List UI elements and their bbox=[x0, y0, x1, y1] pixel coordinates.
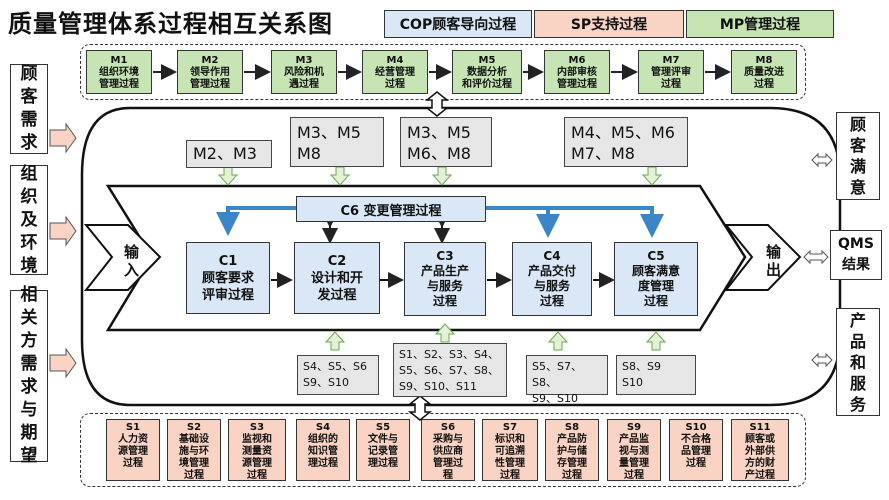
output-customer-satisfaction: 顾客满意 bbox=[836, 112, 880, 200]
m-code: M2 bbox=[201, 55, 219, 66]
m-process-5: M5 数据分析 和评价过程 bbox=[452, 50, 522, 94]
s-process-6: S6 采购与 供应商 管理过 程 bbox=[421, 419, 475, 481]
m-process-2: M2 领导作用 管理过程 bbox=[177, 50, 243, 94]
m-ref-c1: M2、M3 bbox=[186, 140, 272, 168]
sp-group bbox=[80, 413, 806, 487]
s-process-3: S3 监视和 测量资 源管理 过程 bbox=[228, 419, 286, 481]
m-process-8: M8 质量改进 过程 bbox=[731, 50, 797, 94]
m-code: M6 bbox=[568, 55, 586, 66]
m-name: 内部审核 管理过程 bbox=[557, 67, 597, 90]
s-process-5: S5 文件与 记录管 理过程 bbox=[356, 419, 410, 481]
m-code: M8 bbox=[755, 55, 773, 66]
m-ref-c5: M4、M5、M6 M7、M8 bbox=[564, 117, 688, 167]
output-label: 输出 bbox=[766, 243, 782, 279]
s-process-1: S1 人力资 源管理 过程 bbox=[106, 419, 160, 481]
m-code: M7 bbox=[662, 55, 680, 66]
c6-change-management: C6 变更管理过程 bbox=[296, 196, 486, 222]
m-process-3: M3 风险和机 遇过程 bbox=[271, 50, 337, 94]
s-process-8: S8 产品防 护与储 存管理 过程 bbox=[545, 419, 599, 481]
s-ref-c5: S8、S9 S10 bbox=[616, 355, 696, 395]
legend-mp: MP管理过程 bbox=[686, 10, 834, 38]
s-process-7: S7 标识和 可追溯 性管理 过程 bbox=[482, 419, 538, 481]
input-label: 输入 bbox=[124, 243, 140, 279]
m-code: M5 bbox=[478, 55, 496, 66]
s-process-9: S9 产品监 视与测 量管理 过程 bbox=[607, 419, 661, 481]
output-products-services: 产品和服务 bbox=[836, 308, 880, 416]
m-code: M3 bbox=[295, 55, 313, 66]
s-ref-c2: S4、S5、S6 S9、S10 bbox=[297, 355, 379, 395]
input-stakeholder-needs: 相关方需求与期望 bbox=[10, 285, 48, 466]
m-process-1: M1 组织环境 管理过程 bbox=[86, 50, 152, 94]
m-name: 组织环境 管理过程 bbox=[99, 67, 139, 90]
s-ref-c3: S1、S2、S3、S4、 S5、S6、S7、S8、 S9、S10、S11 bbox=[393, 343, 507, 397]
s-process-4: S4 组织的 知识管 理过程 bbox=[296, 419, 350, 481]
m-name: 质量改进 过程 bbox=[744, 67, 784, 90]
legend-sp: SP支持过程 bbox=[534, 10, 684, 38]
s-process-10: S10 不合格 品管理 过程 bbox=[669, 419, 723, 481]
m-ref-c3: M3、M5 M6、M8 bbox=[400, 117, 492, 167]
output-qms-result: QMS结果 bbox=[830, 230, 882, 280]
m-process-7: M7 管理评审 过程 bbox=[638, 50, 704, 94]
input-organization-environment: 组织及环境 bbox=[10, 164, 48, 276]
m-process-4: M4 经营管理 过程 bbox=[362, 50, 428, 94]
m-name: 管理评审 过程 bbox=[651, 67, 691, 90]
m-name: 领导作用 管理过程 bbox=[190, 67, 230, 90]
m-code: M1 bbox=[110, 55, 128, 66]
m-code: M4 bbox=[386, 55, 404, 66]
page-title: 质量管理体系过程相互关系图 bbox=[8, 10, 333, 38]
m-name: 风险和机 遇过程 bbox=[284, 67, 324, 90]
m-name: 经营管理 过程 bbox=[375, 67, 415, 90]
m-process-6: M6 内部审核 管理过程 bbox=[544, 50, 610, 94]
s-process-2: S2 基础设 施与环 境管理 过程 bbox=[167, 419, 221, 481]
m-ref-c2: M3、M5 M8 bbox=[290, 117, 384, 167]
s-ref-c4: S5、S7、S8、 S9、S10 bbox=[526, 355, 608, 405]
input-customer-needs: 顾客需求 bbox=[10, 64, 48, 154]
s-process-11: S11 顾客或 外部供 方的财 产过程 bbox=[731, 419, 789, 481]
legend-cop: COP顾客导向过程 bbox=[384, 10, 532, 38]
m-name: 数据分析 和评价过程 bbox=[462, 67, 512, 90]
